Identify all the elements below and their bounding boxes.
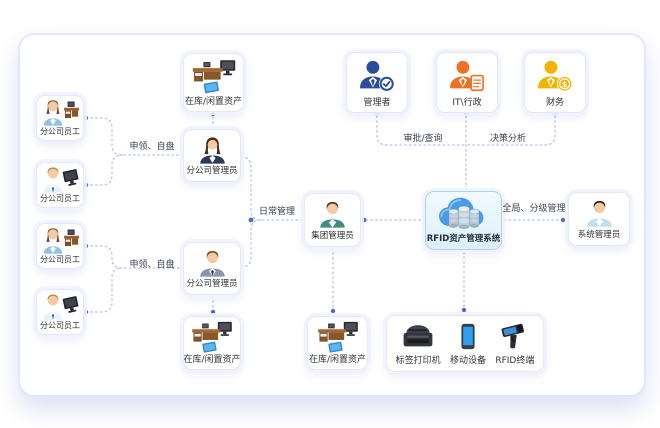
rfid-handheld-icon bbox=[495, 321, 534, 353]
businesswoman-icon bbox=[185, 133, 239, 167]
office-desk-computer-icon bbox=[185, 57, 242, 97]
woman-desk-icon bbox=[38, 99, 82, 127]
node-label: 在库/闲置资产 bbox=[183, 354, 241, 365]
office-desk-computer-icon bbox=[185, 320, 239, 355]
device-rfid-terminal: RFID终端 bbox=[495, 321, 534, 367]
businessman-icon bbox=[306, 197, 359, 232]
device-label: RFID终端 bbox=[495, 355, 535, 366]
man-icon bbox=[570, 196, 628, 231]
node-it-admin: IT\行政 bbox=[436, 52, 498, 113]
woman-desk-icon bbox=[38, 227, 82, 255]
node-asset-in-stock-bottom-left: 在库/闲置资产 bbox=[183, 316, 241, 370]
node-asset-in-stock-bottom-center: 在库/闲置资产 bbox=[307, 316, 368, 370]
smartphone-icon bbox=[450, 321, 486, 353]
node-finance: 财务 bbox=[524, 52, 586, 113]
edge-label-apply-self-check-1: 申领、自盘 bbox=[129, 142, 175, 152]
node-branch-admin-2: 分公司管理员 bbox=[183, 242, 241, 295]
node-label: 分公司管理员 bbox=[186, 166, 238, 177]
device-label-printer: 标签打印机 bbox=[396, 321, 441, 367]
device-label: 标签打印机 bbox=[395, 355, 441, 366]
edge-label-decision-analysis: 决策分析 bbox=[489, 134, 527, 144]
cloud-database-icon bbox=[427, 195, 500, 235]
node-branch-employee-2: 分公司员工 bbox=[36, 162, 84, 208]
node-label: 财务 bbox=[545, 97, 564, 108]
device-mobile: 移动设备 bbox=[450, 321, 486, 367]
node-label: 集团管理员 bbox=[311, 231, 354, 242]
node-branch-employee-3: 分公司员工 bbox=[36, 223, 84, 269]
label-printer-icon bbox=[396, 321, 441, 353]
node-rfid-system: RFID资产管理系统 bbox=[425, 191, 502, 250]
edge-label-global-tiered-management: 全局、分级管理 bbox=[502, 204, 566, 214]
office-desk-computer-icon bbox=[309, 320, 366, 355]
edge-label-approval-query: 审批/查询 bbox=[403, 134, 443, 144]
node-label: 分公司员工 bbox=[40, 126, 80, 136]
node-system-admin: 系统管理员 bbox=[568, 192, 630, 246]
businessman-icon bbox=[185, 246, 239, 280]
node-label: IT\行政 bbox=[452, 97, 482, 108]
edge-label-daily-management: 日常管理 bbox=[258, 207, 296, 217]
man-computer-icon bbox=[38, 293, 82, 321]
node-hardware-devices: 标签打印机 移动设备 RFID终端 bbox=[386, 315, 544, 372]
man-computer-icon bbox=[38, 166, 82, 194]
person-check-icon bbox=[348, 56, 406, 98]
edge-label-apply-self-check-2: 申领、自盘 bbox=[129, 260, 175, 270]
node-label: 分公司员工 bbox=[40, 254, 80, 264]
node-branch-employee-4: 分公司员工 bbox=[36, 289, 84, 335]
node-label: 分公司管理员 bbox=[186, 279, 238, 290]
node-asset-in-stock-top: 在库/闲置资产 bbox=[183, 53, 244, 112]
person-coin-icon bbox=[526, 56, 584, 98]
node-label: RFID资产管理系统 bbox=[426, 234, 501, 245]
node-group-admin: 集团管理员 bbox=[304, 193, 361, 247]
node-label: 在库/闲置资产 bbox=[308, 354, 367, 365]
device-label: 移动设备 bbox=[449, 355, 486, 366]
person-document-icon bbox=[438, 56, 496, 98]
node-branch-employee-1: 分公司员工 bbox=[36, 95, 84, 141]
node-label: 分公司员工 bbox=[40, 320, 80, 330]
node-label: 在库/闲置资产 bbox=[184, 96, 243, 107]
node-label: 分公司员工 bbox=[40, 193, 80, 203]
node-label: 管理者 bbox=[363, 97, 391, 108]
node-branch-admin-1: 分公司管理员 bbox=[183, 129, 241, 182]
node-manager: 管理者 bbox=[346, 52, 408, 113]
node-label: 系统管理员 bbox=[577, 230, 621, 241]
